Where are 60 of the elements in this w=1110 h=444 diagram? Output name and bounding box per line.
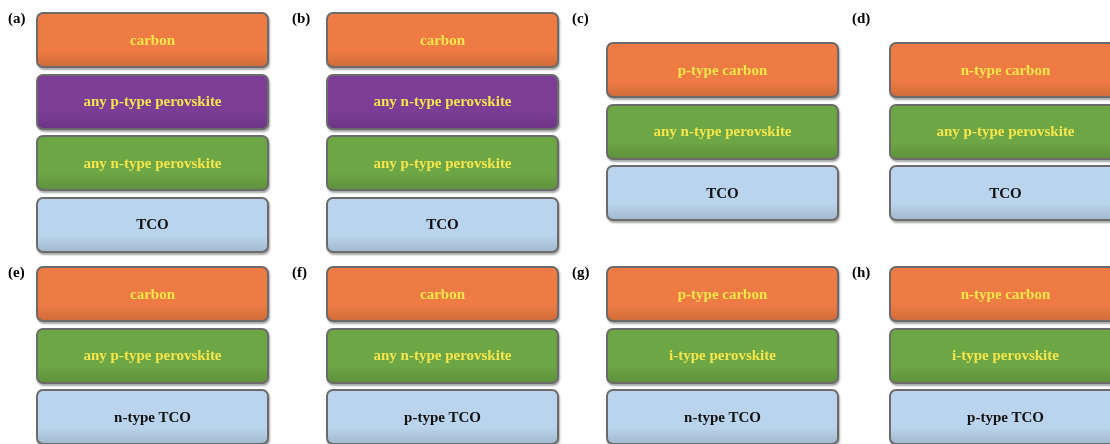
layer-box	[606, 389, 839, 444]
layer-box	[326, 389, 559, 444]
layer-label: any p-type perovskite	[936, 123, 1075, 140]
layer-label: any n-type perovskite	[653, 123, 792, 140]
layer-box	[326, 196, 559, 253]
layer-label: any p-type perovskite	[373, 154, 512, 172]
panel-label: (h)	[852, 264, 871, 281]
layer-box	[326, 73, 559, 130]
layer-box	[606, 327, 839, 384]
layer-label: p-type TCO	[967, 408, 1044, 426]
layer-box	[36, 327, 269, 384]
layer-box	[326, 12, 559, 68]
layer-box	[889, 42, 1110, 98]
layer-box	[606, 266, 839, 322]
layer-label: n-type TCO	[114, 408, 191, 426]
layer-label: n-type carbon	[960, 61, 1051, 79]
panel-label: (c)	[572, 10, 589, 27]
layer-label: carbon	[420, 285, 465, 303]
layer-label: p-type carbon	[677, 61, 768, 79]
layer-box	[889, 266, 1110, 322]
layer-label: carbon	[130, 31, 175, 49]
layer-box	[326, 327, 559, 384]
layer-label: any p-type perovskite	[83, 347, 222, 364]
panel-label: (a)	[8, 10, 26, 27]
layer-box	[606, 103, 839, 160]
layer-label: p-type carbon	[677, 285, 768, 303]
panel-label: (e)	[8, 264, 25, 281]
layer-box	[36, 135, 269, 191]
layer-label: carbon	[420, 31, 465, 49]
panel-label: (f)	[292, 264, 307, 281]
panel-label: (g)	[572, 264, 590, 281]
layer-label: n-type TCO	[684, 408, 761, 426]
layer-box	[36, 12, 269, 68]
layer-label: p-type TCO	[404, 408, 481, 426]
layer-label: TCO	[706, 184, 739, 202]
layer-box	[889, 103, 1110, 160]
layer-box	[36, 266, 269, 322]
layer-box	[889, 327, 1110, 384]
layer-label: any p-type perovskite	[83, 93, 222, 110]
layer-box	[36, 73, 269, 130]
panel-label: (b)	[292, 10, 311, 27]
layer-box	[326, 135, 559, 191]
layer-label: any n-type perovskite	[373, 347, 512, 364]
layer-label: carbon	[130, 285, 175, 303]
layer-box	[606, 165, 839, 221]
panel-label: (d)	[852, 10, 871, 27]
layer-box	[36, 389, 269, 444]
layer-label: any n-type perovskite	[83, 154, 222, 172]
layer-label: any n-type perovskite	[373, 93, 512, 110]
layer-label: TCO	[989, 184, 1022, 202]
layer-label: TCO	[426, 216, 459, 233]
layer-label: i-type perovskite	[669, 347, 776, 364]
layer-box	[36, 196, 269, 253]
layer-label: TCO	[136, 216, 169, 233]
layer-label: n-type carbon	[960, 285, 1051, 303]
layer-box	[326, 266, 559, 322]
layer-label: i-type perovskite	[952, 347, 1059, 364]
layer-box	[889, 389, 1110, 444]
layer-box	[606, 42, 839, 98]
layer-box	[889, 165, 1110, 221]
